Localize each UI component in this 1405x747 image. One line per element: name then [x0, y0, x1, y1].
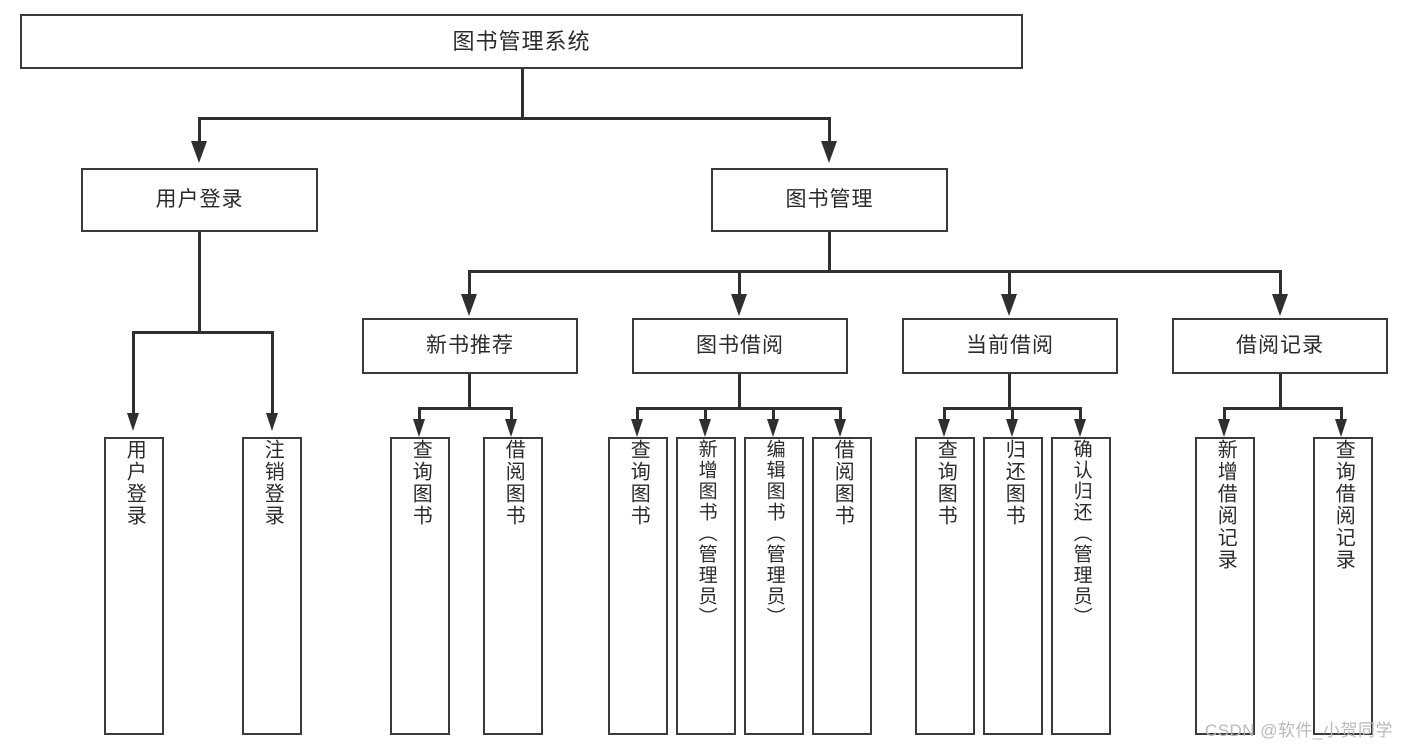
leaf-return-book[interactable]: 归还图书: [983, 437, 1043, 735]
node-label: 借阅图书: [502, 439, 525, 527]
connector-book-manage-stem: [828, 232, 831, 270]
node-label: 新书推荐: [426, 333, 514, 357]
arrowhead-book-manage-child-2: [731, 294, 747, 316]
connector-book-borrow-drop-4: [839, 407, 842, 419]
connector-new-book-rail: [418, 407, 513, 410]
arrowhead-root-to-user-login: [191, 141, 207, 163]
connector-book-manage-drop-4: [1279, 270, 1282, 294]
arrowhead-borrow-record-leaf-2: [1335, 419, 1347, 437]
arrowhead-current-borrow-leaf-2: [1006, 419, 1018, 437]
connector-root-to-user-login: [198, 117, 201, 141]
node-label: 查询图书: [934, 439, 957, 527]
arrowhead-current-borrow-leaf-3: [1074, 419, 1086, 437]
leaf-logout-login[interactable]: 注销登录: [242, 437, 302, 735]
connector-root-to-book-manage: [828, 117, 831, 141]
node-label: 用户登录: [155, 187, 244, 211]
node-label: 借阅记录: [1236, 333, 1324, 357]
connector-user-login-stem: [198, 232, 201, 331]
arrowhead-user-login-leaf-2: [266, 413, 278, 431]
leaf-borrow-book-1[interactable]: 借阅图书: [483, 437, 543, 735]
arrowhead-new-book-leaf-2: [505, 419, 517, 437]
arrowhead-book-manage-child-3: [1001, 294, 1017, 316]
arrowhead-new-book-leaf-1: [413, 419, 425, 437]
connector-borrow-record-stem: [1279, 374, 1282, 407]
connector-book-borrow-stem: [738, 374, 741, 407]
arrowhead-borrow-record-leaf-1: [1218, 419, 1230, 437]
leaf-add-book[interactable]: 新增图书（管理员）: [676, 437, 736, 735]
connector-user-login-drop-2: [271, 331, 274, 413]
connector-borrow-record-drop-2: [1340, 407, 1343, 419]
connector-new-book-drop-2: [510, 407, 513, 419]
node-borrow-record[interactable]: 借阅记录: [1172, 318, 1388, 374]
arrowhead-book-manage-child-4: [1272, 294, 1288, 316]
node-label: 用户登录: [123, 439, 146, 527]
connector-user-login-drop-1: [132, 331, 135, 413]
arrowhead-book-borrow-leaf-4: [834, 419, 846, 437]
node-current-borrow[interactable]: 当前借阅: [902, 318, 1118, 374]
node-label: 图书管理: [785, 187, 874, 211]
arrowhead-book-manage-child-1: [461, 294, 477, 316]
connector-root-stem: [521, 69, 524, 117]
connector-book-manage-rail: [468, 270, 1282, 273]
node-user-login[interactable]: 用户登录: [81, 168, 318, 232]
leaf-confirm-return[interactable]: 确认归还（管理员）: [1051, 437, 1111, 735]
connector-current-borrow-drop-1: [943, 407, 946, 419]
connector-root-rail: [198, 117, 830, 120]
leaf-user-login[interactable]: 用户登录: [104, 437, 164, 735]
leaf-add-borrow-record[interactable]: 新增借阅记录: [1195, 437, 1255, 735]
node-label: 编辑图书（管理员）: [763, 439, 785, 628]
connector-book-borrow-drop-2: [704, 407, 707, 419]
node-label: 查询借阅记录: [1332, 439, 1355, 571]
node-label: 确认归还（管理员）: [1070, 439, 1092, 628]
node-label: 查询图书: [409, 439, 432, 527]
arrowhead-user-login-leaf-1: [127, 413, 139, 431]
node-label: 图书管理系统: [452, 28, 591, 54]
node-book-manage[interactable]: 图书管理: [711, 168, 948, 232]
node-label: 图书借阅: [696, 333, 784, 357]
node-label: 借阅图书: [831, 439, 854, 527]
connector-book-borrow-drop-3: [772, 407, 775, 419]
leaf-query-book-3[interactable]: 查询图书: [915, 437, 975, 735]
connector-book-manage-drop-2: [738, 270, 741, 294]
leaf-borrow-book-2[interactable]: 借阅图书: [812, 437, 872, 735]
connector-book-borrow-drop-1: [636, 407, 639, 419]
leaf-query-borrow-record[interactable]: 查询借阅记录: [1313, 437, 1373, 735]
arrowhead-current-borrow-leaf-1: [938, 419, 950, 437]
node-label: 注销登录: [261, 439, 284, 527]
node-label: 归还图书: [1002, 439, 1025, 527]
leaf-edit-book[interactable]: 编辑图书（管理员）: [744, 437, 804, 735]
leaf-query-book-2[interactable]: 查询图书: [608, 437, 668, 735]
connector-user-login-rail: [132, 331, 274, 334]
node-label: 新增借阅记录: [1214, 439, 1237, 571]
arrowhead-root-to-book-manage: [821, 141, 837, 163]
leaf-query-book-1[interactable]: 查询图书: [390, 437, 450, 735]
arrowhead-book-borrow-leaf-1: [631, 419, 643, 437]
connector-current-borrow-stem: [1008, 374, 1011, 407]
node-label: 查询图书: [627, 439, 650, 527]
connector-book-manage-drop-1: [468, 270, 471, 294]
node-new-book-recommend[interactable]: 新书推荐: [362, 318, 578, 374]
connector-current-borrow-drop-3: [1079, 407, 1082, 419]
connector-borrow-record-rail: [1223, 407, 1343, 410]
node-label: 当前借阅: [966, 333, 1054, 357]
arrowhead-book-borrow-leaf-3: [767, 419, 779, 437]
arrowhead-book-borrow-leaf-2: [699, 419, 711, 437]
connector-new-book-stem: [468, 374, 471, 407]
connector-borrow-record-drop-1: [1223, 407, 1226, 419]
connector-book-borrow-rail: [636, 407, 841, 410]
node-book-borrow[interactable]: 图书借阅: [632, 318, 848, 374]
connector-new-book-drop-1: [418, 407, 421, 419]
node-root-system[interactable]: 图书管理系统: [20, 14, 1023, 69]
connector-book-manage-drop-3: [1008, 270, 1011, 294]
connector-current-borrow-drop-2: [1011, 407, 1014, 419]
node-label: 新增图书（管理员）: [695, 439, 717, 628]
